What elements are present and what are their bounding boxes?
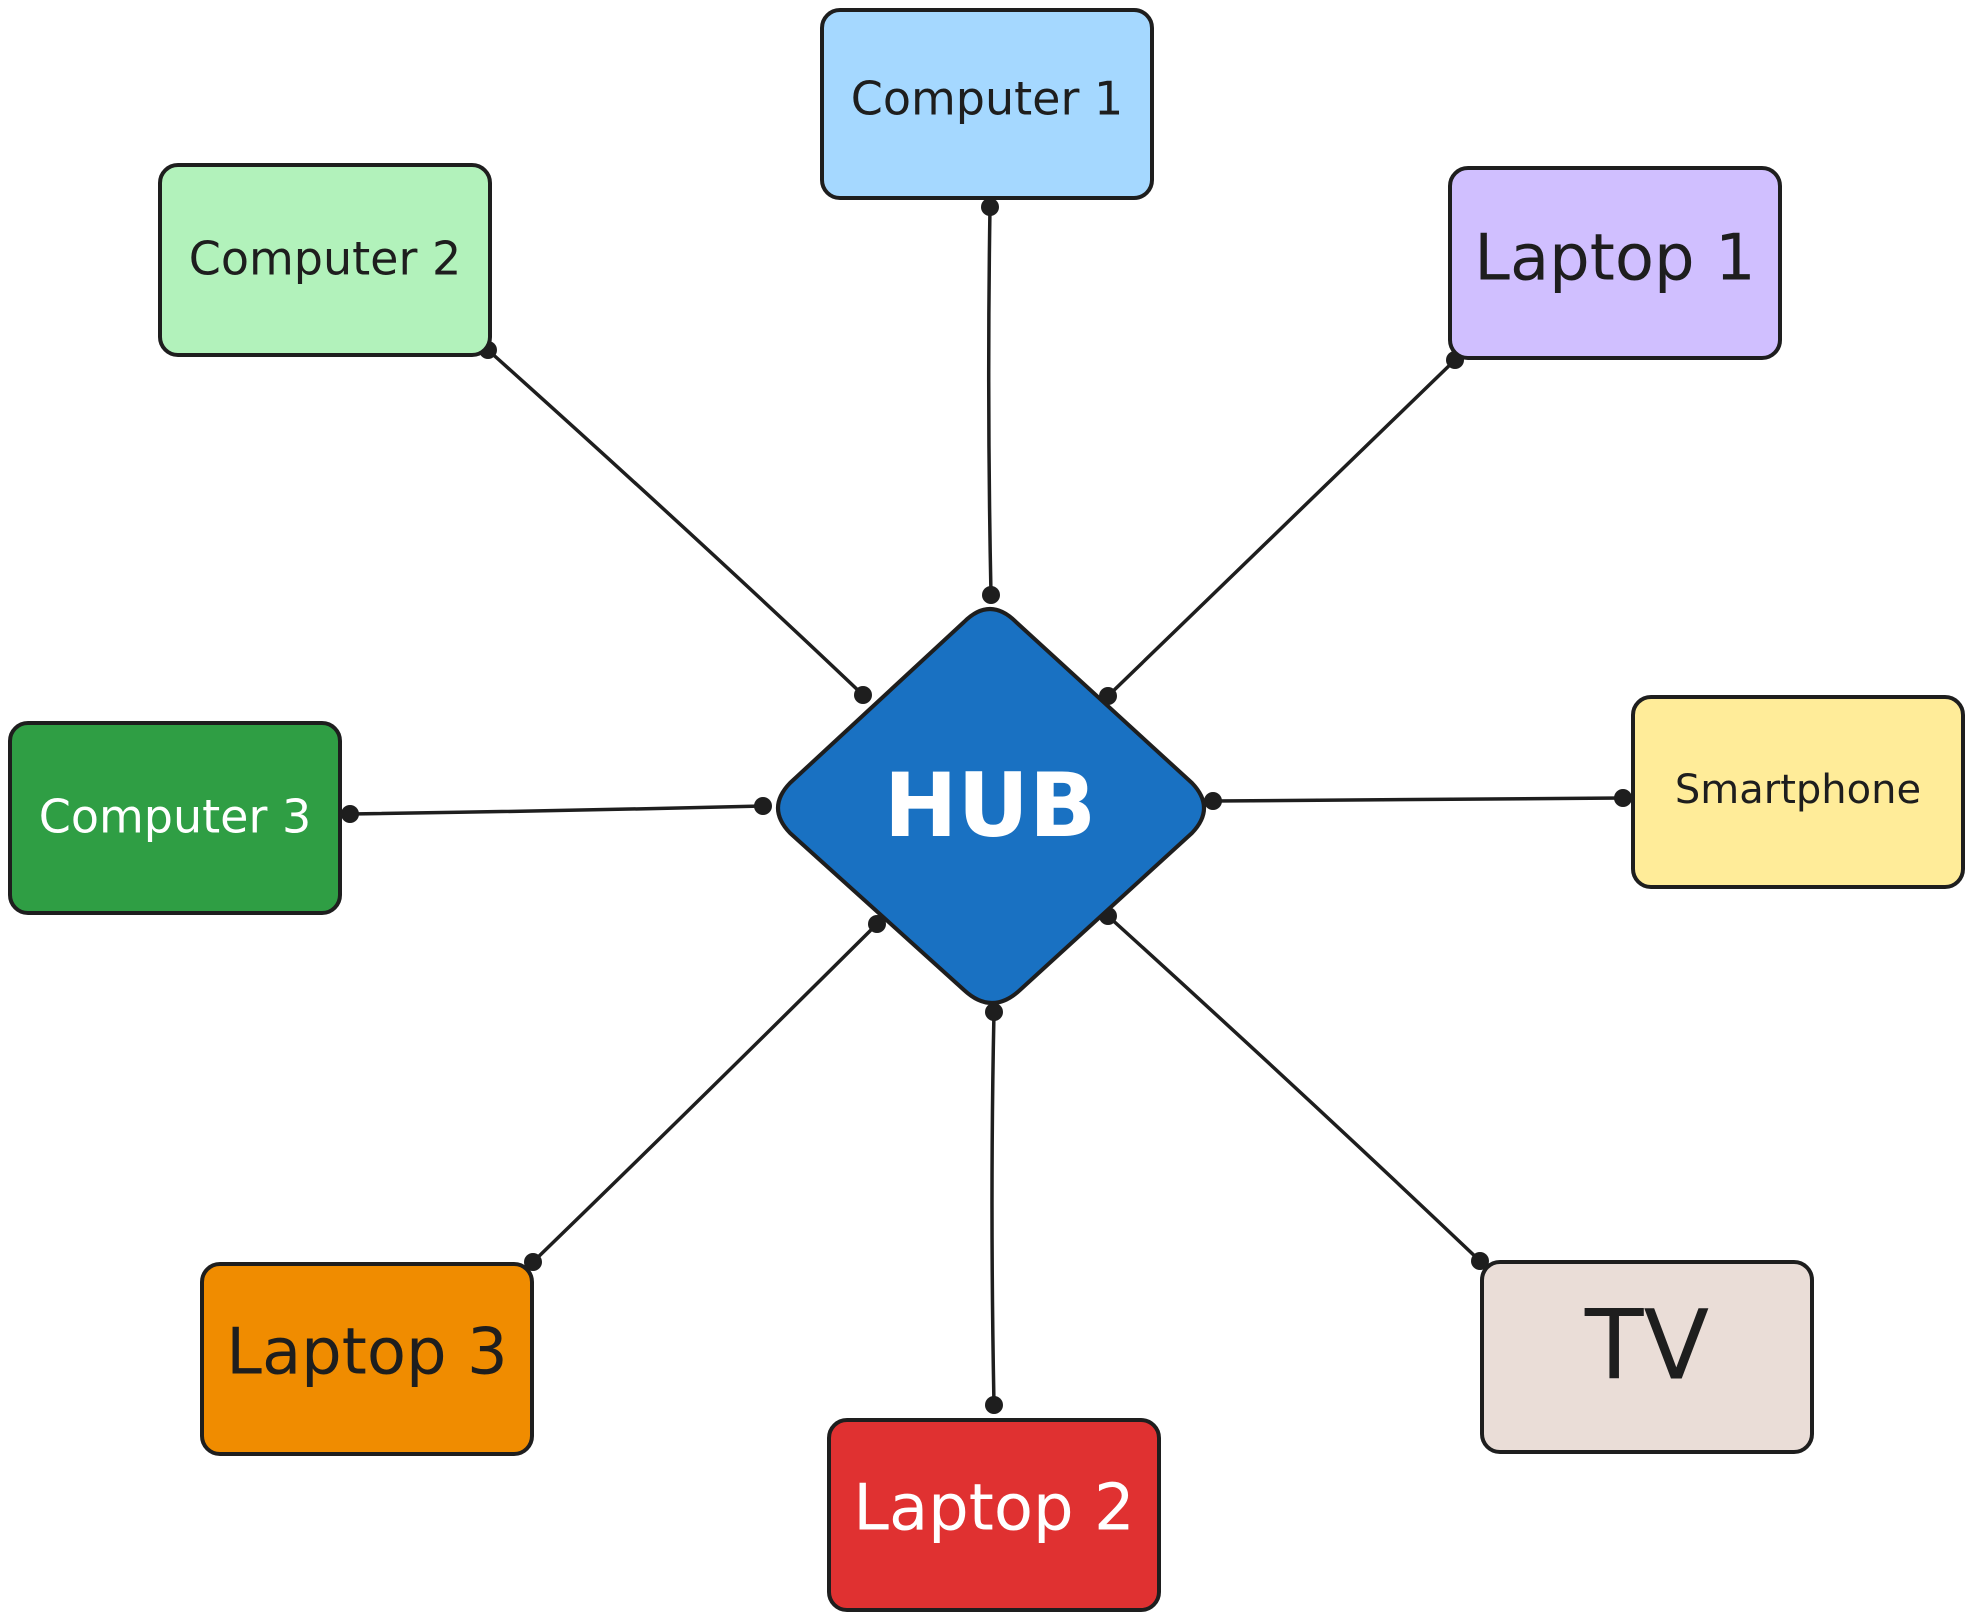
device-box [827,1418,1161,1612]
device-label: Computer 3 [39,790,312,844]
connector-dot [1204,792,1222,810]
device-computer-3[interactable]: Computer 3 [8,721,342,915]
connector-dot [341,805,359,823]
device-box [820,8,1154,200]
device-label: Smartphone [1675,767,1921,813]
device-laptop-3[interactable]: Laptop 3 [200,1262,534,1456]
connector-laptop-2 [990,1010,996,1407]
device-label: Computer 2 [189,232,462,286]
device-label: Computer 1 [851,72,1124,126]
device-laptop-2[interactable]: Laptop 2 [827,1418,1161,1612]
hub-label: HUB [884,754,1096,857]
device-box [8,721,342,915]
connector-laptop-3 [531,922,879,1264]
connector-dot [985,1396,1003,1414]
connector-smartphone [1211,796,1625,803]
device-box [1480,1260,1814,1454]
device-label: TV [1584,1289,1709,1401]
connector-dot [754,797,772,815]
device-tv[interactable]: TV [1480,1260,1814,1454]
device-smartphone[interactable]: Smartphone [1631,695,1965,889]
connector-dot [524,1253,542,1271]
device-box [1631,695,1965,889]
connector-tv [1106,914,1482,1263]
connector-dot [982,586,1000,604]
connector-dot [868,915,886,933]
hub-node[interactable]: HUB [776,607,1206,1005]
connector-computer-2 [486,348,865,697]
connector-laptop-1 [1106,358,1457,698]
device-box [200,1262,534,1456]
connector-dot [981,198,999,216]
connector-computer-1 [986,205,993,597]
device-box [158,163,492,357]
device-laptop-1[interactable]: Laptop 1 [1448,166,1782,360]
device-label: Laptop 1 [1474,222,1755,296]
connector-computer-3 [348,804,765,816]
device-computer-1[interactable]: Computer 1 [820,8,1154,200]
device-label: Laptop 2 [853,1472,1134,1546]
connector-dot [985,1003,1003,1021]
device-box [1448,166,1782,360]
connectors [348,205,1625,1407]
connector-dot [1614,789,1632,807]
connector-dot [854,686,872,704]
device-label: Laptop 3 [226,1316,507,1390]
hub-diamond [776,607,1206,1005]
device-computer-2[interactable]: Computer 2 [158,163,492,357]
connector-dot [1471,1252,1489,1270]
